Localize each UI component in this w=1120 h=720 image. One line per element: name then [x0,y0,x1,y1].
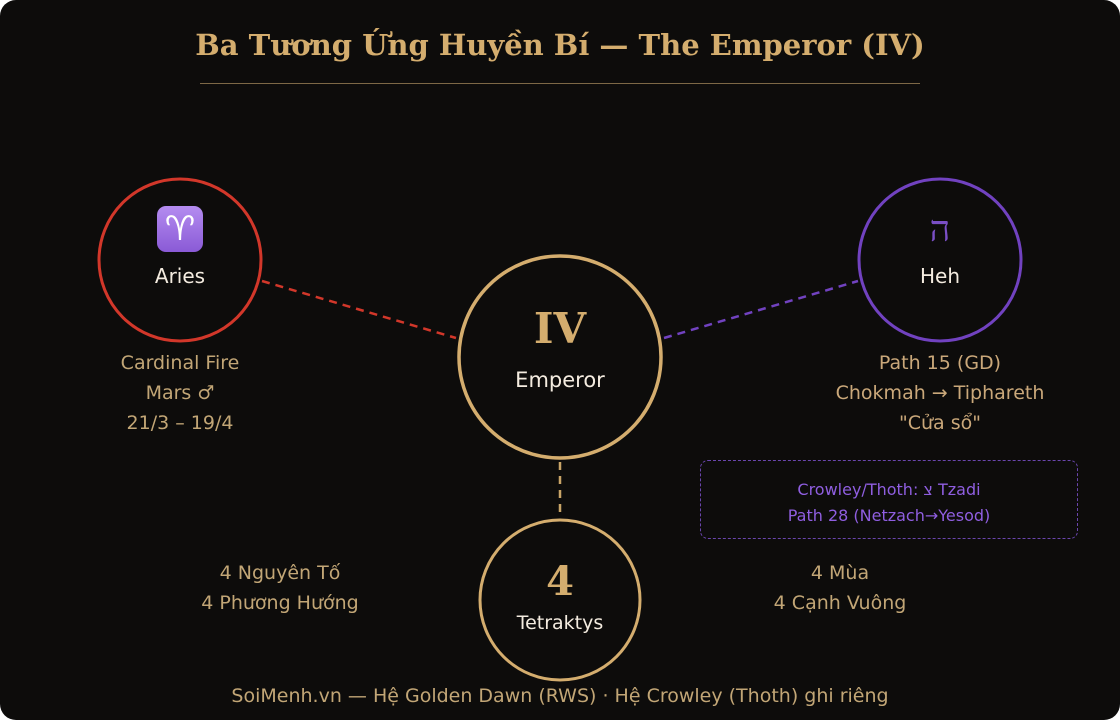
tetraktys-right-details: 4 Mùa 4 Cạnh Vuông [720,558,960,618]
aries-details: Cardinal Fire Mars ♂ 21/3 – 19/4 [80,348,280,438]
emperor-node-circle [457,254,663,460]
footer-caption: SoiMenh.vn — Hệ Golden Dawn (RWS) · Hệ C… [231,685,889,707]
emperor-numeral: IV [533,304,587,353]
aries-symbol-icon: ♈ [157,206,203,252]
heh-detail-line: "Cửa sổ" [899,412,981,434]
heh-letter-icon: ה [929,209,951,250]
tetraktys-detail-line: 4 Mùa [810,562,870,584]
crowley-note-box: Crowley/Thoth: צ Tzadi Path 28 (Netzach→… [700,460,1078,539]
heh-detail-line: Path 15 (GD) [878,352,1002,374]
crowley-note-line: Crowley/Thoth: צ Tzadi [797,480,981,499]
aries-node-circle [97,177,263,343]
connector-emperor-heh [663,279,859,340]
crowley-note-line: Path 28 (Netzach→Yesod) [787,506,991,525]
aries-detail-line: Cardinal Fire [120,352,240,374]
aries-detail-line: 21/3 – 19/4 [126,412,234,434]
tetraktys-detail-line: 4 Cạnh Vuông [773,592,907,614]
connector-aries-emperor [261,279,457,340]
emperor-label: Emperor [515,368,605,392]
tetraktys-label: Tetraktys [516,612,604,634]
aries-label: Aries [154,264,206,288]
tetraktys-number: 4 [546,558,574,605]
heh-label: Heh [919,264,961,288]
heh-details: Path 15 (GD) Chokmah → Tiphareth "Cửa sổ… [790,348,1090,438]
heh-detail-line: Chokmah → Tiphareth [835,382,1045,404]
tetraktys-detail-line: 4 Nguyên Tố [219,562,341,584]
tetraktys-left-details: 4 Nguyên Tố 4 Phương Hướng [160,558,400,618]
diagram-title: Ba Tương Ứng Huyền Bí — The Emperor (IV) [195,28,925,62]
aries-detail-line: Mars ♂ [145,382,215,404]
title-divider [200,83,920,84]
tetraktys-node-circle [478,518,642,682]
heh-node-circle [857,177,1023,343]
tetraktys-detail-line: 4 Phương Hướng [201,592,359,614]
